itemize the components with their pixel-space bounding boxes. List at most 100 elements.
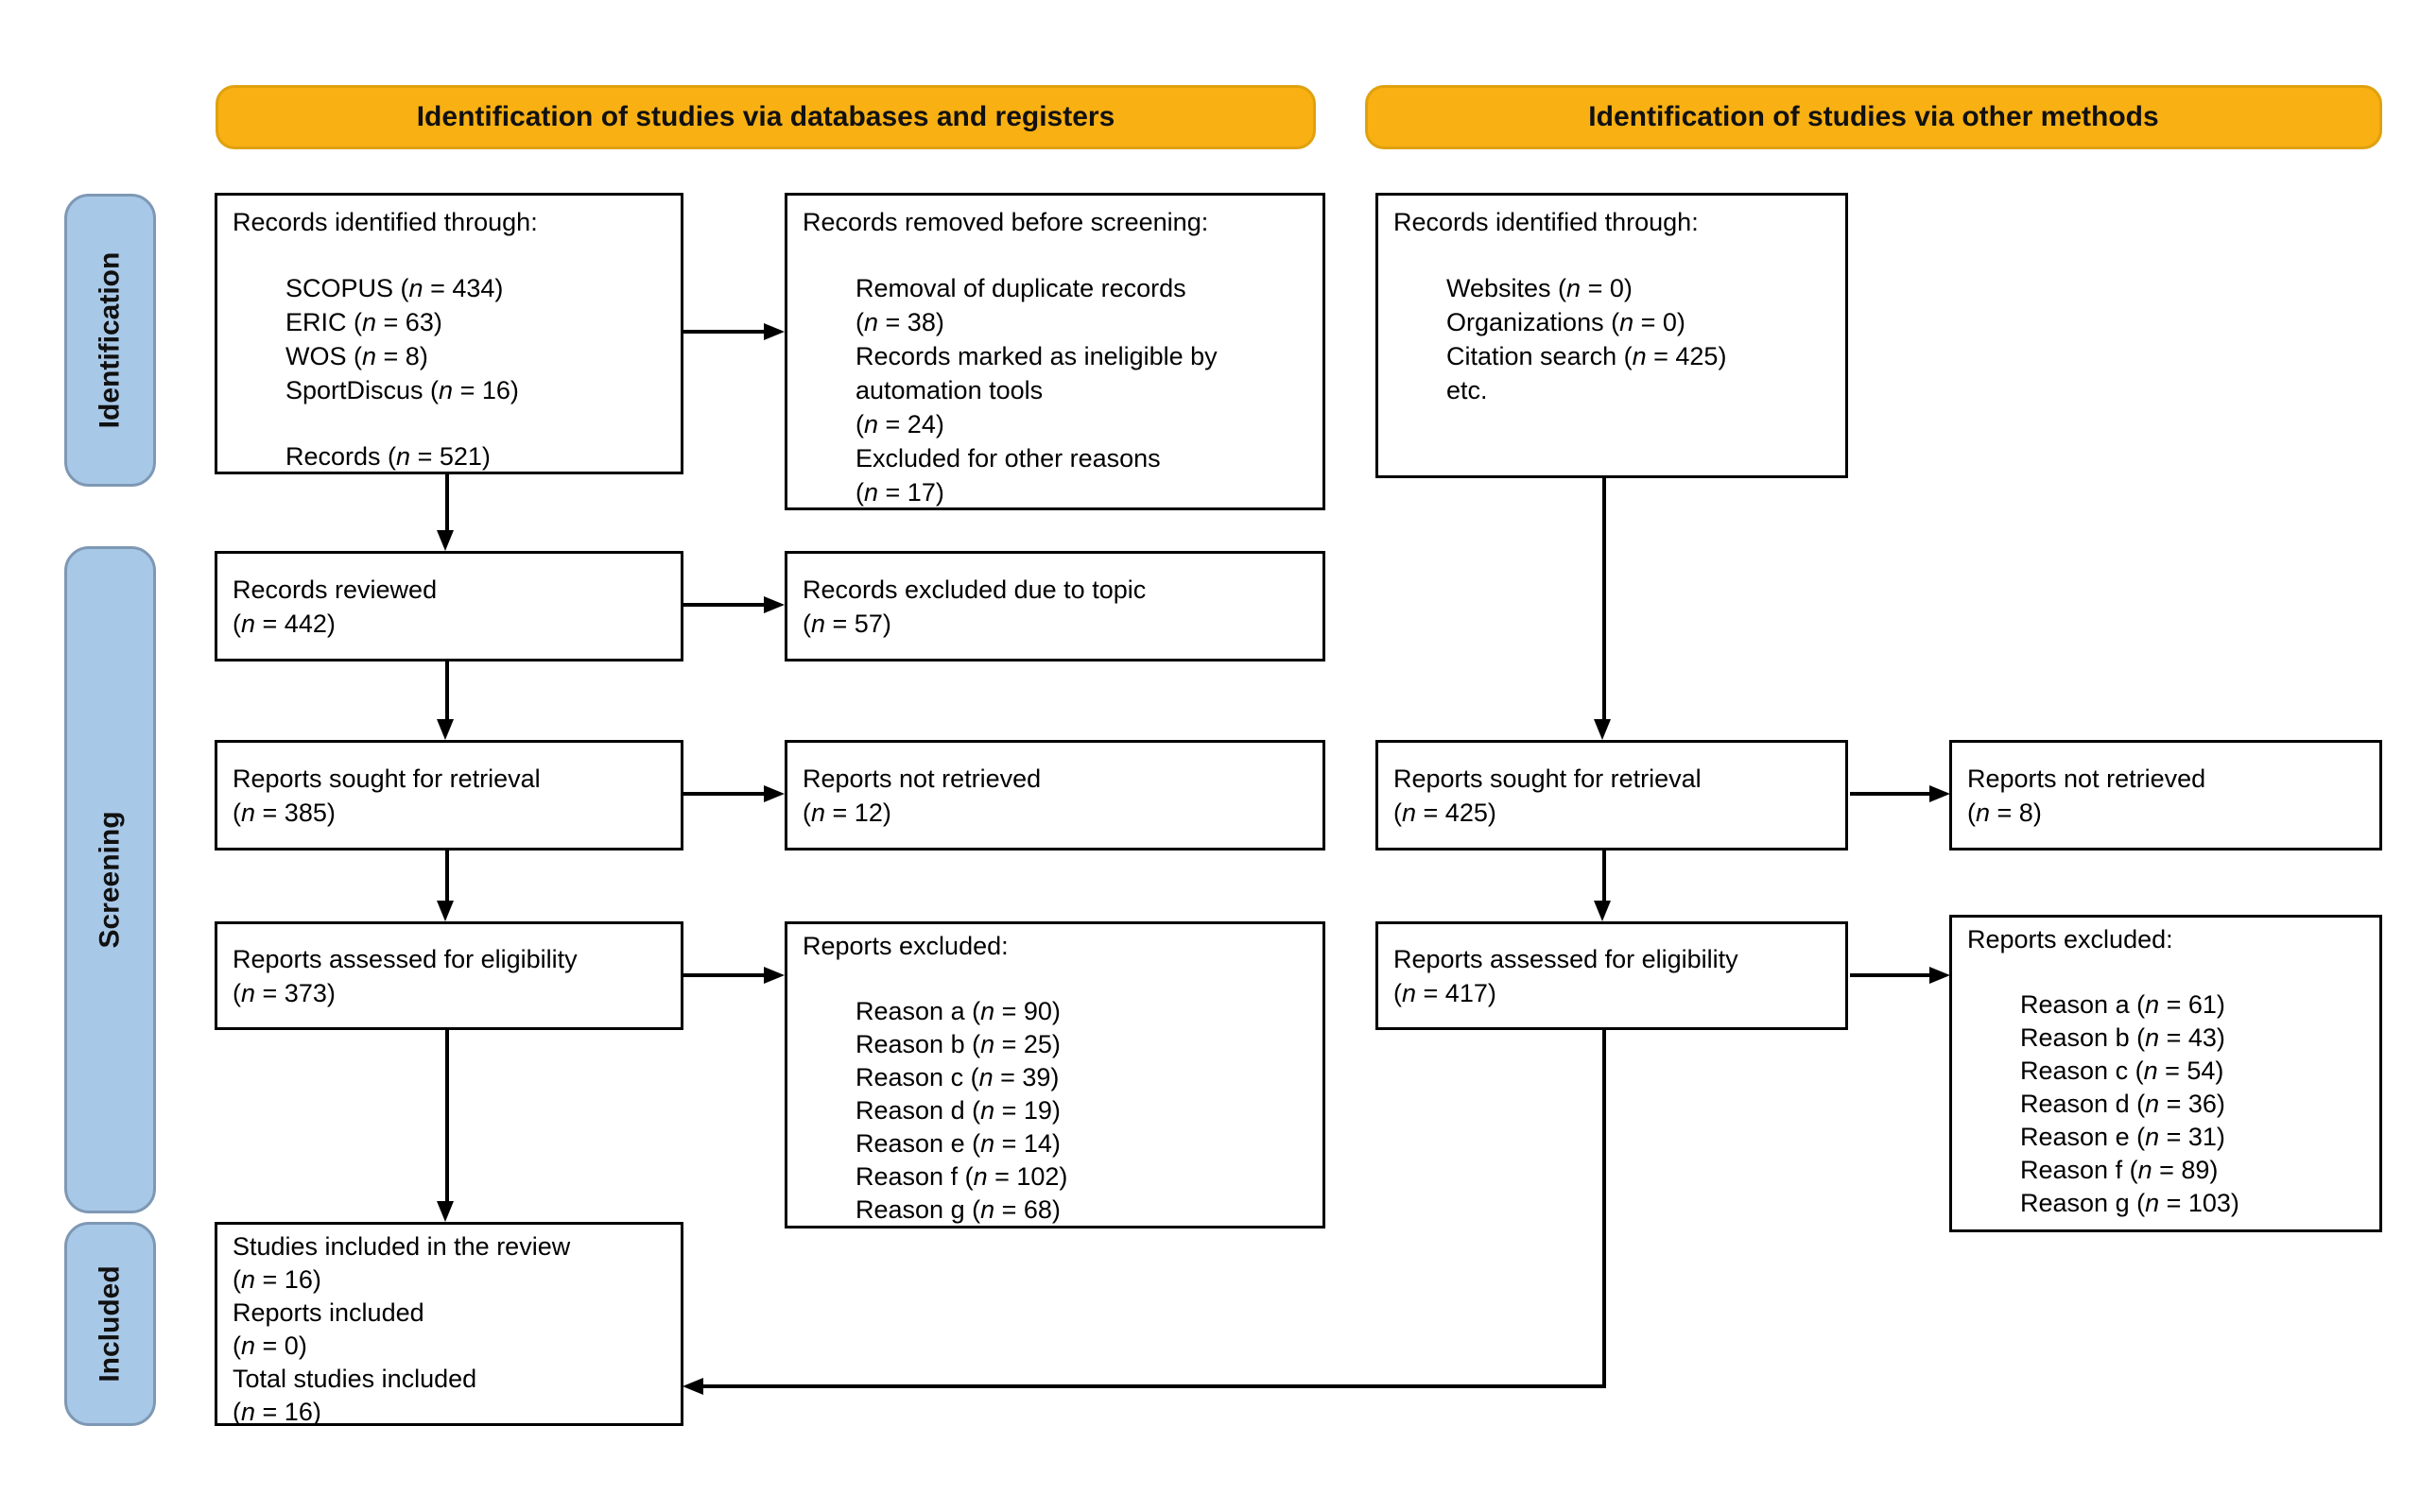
box-line: Reports included — [233, 1298, 424, 1327]
box-line: (n = 12) — [803, 798, 891, 827]
box-line: Reason e (n = 31) — [2020, 1123, 2225, 1151]
stage-pill-identification: Identification — [64, 194, 156, 487]
box-line: Reports assessed for eligibility — [233, 944, 578, 973]
box-line: (n = 417) — [1393, 978, 1496, 1007]
arrow-otherassessed-to-included-hline — [703, 1384, 1606, 1388]
box-records-removed-before-screening: Records removed before screening: Removal… — [785, 193, 1325, 510]
arrow-assessed-to-included-head — [437, 1201, 454, 1222]
box-line: (n = 17) — [856, 478, 944, 507]
box-reports-not-retrieved-other: Reports not retrieved(n = 8) — [1949, 740, 2382, 850]
box-line: (n = 24) — [856, 410, 944, 438]
stage-pill-included: Included — [64, 1222, 156, 1426]
box-line: automation tools — [856, 376, 1044, 404]
box-line: Organizations (n = 0) — [1446, 308, 1685, 336]
arrow-otheridentified-to-sought-head — [1594, 719, 1611, 740]
box-line: Reason c (n = 39) — [856, 1063, 1060, 1091]
box-line: Reports not retrieved — [803, 764, 1042, 793]
box-line: (n = 442) — [233, 609, 336, 638]
arrow-sought-to-assessed-head — [437, 901, 454, 921]
box-line: Reason g (n = 103) — [2020, 1189, 2239, 1217]
box-line: (n = 16) — [233, 1398, 321, 1426]
box-reports-excluded-other: Reports excluded: Reason a (n = 61) Reason… — [1949, 915, 2382, 1232]
box-line: Records identified through: — [1393, 208, 1699, 236]
box-records-identified-other: Records identified through: Websites (n =… — [1375, 193, 1848, 478]
stage-label-included: Included — [94, 1265, 126, 1383]
box-line: (n = 385) — [233, 798, 336, 827]
stage-label-screening: Screening — [94, 811, 126, 949]
stage-label-identification: Identification — [94, 251, 126, 429]
box-reports-sought-databases: Reports sought for retrieval(n = 385) — [215, 740, 683, 850]
arrow-assessed-to-included-line — [445, 1030, 449, 1202]
box-line: Excluded for other reasons — [856, 444, 1161, 472]
box-line: Websites (n = 0) — [1446, 274, 1633, 302]
box-line: Reason e (n = 14) — [856, 1129, 1061, 1158]
arrow-otheridentified-to-sought-line — [1602, 478, 1606, 720]
arrow-reviewed-to-excluded-head — [764, 596, 785, 613]
box-line: Records excluded due to topic — [803, 575, 1147, 604]
box-line: (n = 16) — [233, 1265, 321, 1294]
box-line: Reason b (n = 25) — [856, 1030, 1061, 1058]
box-studies-included: Studies included in the review (n = 16) Re… — [215, 1222, 683, 1426]
box-line: ERIC (n = 63) — [285, 308, 442, 336]
header-pill-other-methods-label: Identification of studies via other meth… — [1588, 101, 2159, 132]
box-line: (n = 57) — [803, 609, 891, 638]
box-line: SportDiscus (n = 16) — [285, 376, 519, 404]
stage-pill-screening: Screening — [64, 546, 156, 1213]
box-line: Reports assessed for eligibility — [1393, 944, 1738, 973]
arrow-identified-to-reviewed-line — [445, 474, 449, 531]
box-line: Reason g (n = 68) — [856, 1195, 1061, 1224]
box-line: Reason a (n = 61) — [2020, 990, 2225, 1019]
box-records-excluded-topic: Records excluded due to topic (n = 57) — [785, 551, 1325, 662]
box-line: Reports sought for retrieval — [1393, 764, 1702, 793]
box-reports-assessed-other: Reports assessed for eligibility (n = 417… — [1375, 921, 1848, 1030]
arrow-othersought-to-assessed-head — [1594, 901, 1611, 921]
box-line: etc. — [1446, 376, 1488, 404]
box-line: SCOPUS (n = 434) — [285, 274, 504, 302]
box-line: (n = 0) — [233, 1332, 307, 1360]
box-line: Reason f (n = 89) — [2020, 1156, 2219, 1184]
box-records-identified-databases: Records identified through: SCOPUS (n = 4… — [215, 193, 683, 474]
header-pill-databases-label: Identification of studies via databases … — [416, 101, 1115, 132]
box-line: Reason d (n = 19) — [856, 1096, 1061, 1125]
box-line: (n = 38) — [856, 308, 944, 336]
box-line: Records (n = 521) — [285, 442, 491, 471]
arrow-identified-to-removed-head — [764, 323, 785, 340]
arrow-assessed-to-excluded-line — [683, 973, 764, 977]
box-line: Records reviewed — [233, 575, 438, 604]
header-pill-other-methods: Identification of studies via other meth… — [1365, 85, 2382, 149]
box-line: Records identified through: — [233, 208, 538, 236]
box-line: Reports excluded: — [803, 932, 1009, 960]
box-line: Reason d (n = 36) — [2020, 1090, 2225, 1118]
arrow-sought-to-notretrieved-head — [764, 785, 785, 802]
arrow-sought-to-notretrieved-line — [683, 792, 764, 796]
box-line: Reason c (n = 54) — [2020, 1057, 2224, 1085]
arrow-otherassessed-to-excluded-head — [1929, 967, 1950, 984]
box-line: Reason b (n = 43) — [2020, 1023, 2225, 1052]
arrow-othersought-to-notretrieved-line — [1850, 792, 1929, 796]
box-line: (n = 425) — [1393, 798, 1496, 827]
box-line: Removal of duplicate records — [856, 274, 1186, 302]
box-reports-sought-other: Reports sought for retrieval (n = 425) — [1375, 740, 1848, 850]
box-line: Total studies included — [233, 1365, 477, 1393]
box-line: WOS (n = 8) — [285, 342, 428, 370]
box-line: (n = 373) — [233, 978, 336, 1007]
box-line: Citation search (n = 425) — [1446, 342, 1727, 370]
arrow-identified-to-removed-line — [683, 330, 764, 334]
box-reports-not-retrieved-databases: Reports not retrieved (n = 12) — [785, 740, 1325, 850]
box-line: Studies included in the review — [233, 1232, 571, 1261]
arrow-reviewed-to-sought-head — [437, 719, 454, 740]
arrow-otherassessed-to-excluded-line — [1850, 973, 1929, 977]
box-line: Reports excluded: — [1967, 925, 2173, 954]
box-line: Reports not retrieved — [1967, 764, 2206, 793]
arrow-reviewed-to-excluded-line — [683, 603, 764, 607]
box-reports-excluded-databases: Reports excluded: Reason a (n = 90) Reason… — [785, 921, 1325, 1228]
box-line: Records marked as ineligible by — [856, 342, 1218, 370]
arrow-sought-to-assessed-line — [445, 850, 449, 902]
arrow-reviewed-to-sought-line — [445, 662, 449, 720]
arrow-identified-to-reviewed-head — [437, 530, 454, 551]
box-line: Records removed before screening: — [803, 208, 1209, 236]
arrow-othersought-to-assessed-line — [1602, 850, 1606, 902]
arrow-othersought-to-notretrieved-head — [1929, 785, 1950, 802]
box-line: Reason a (n = 90) — [856, 997, 1061, 1025]
